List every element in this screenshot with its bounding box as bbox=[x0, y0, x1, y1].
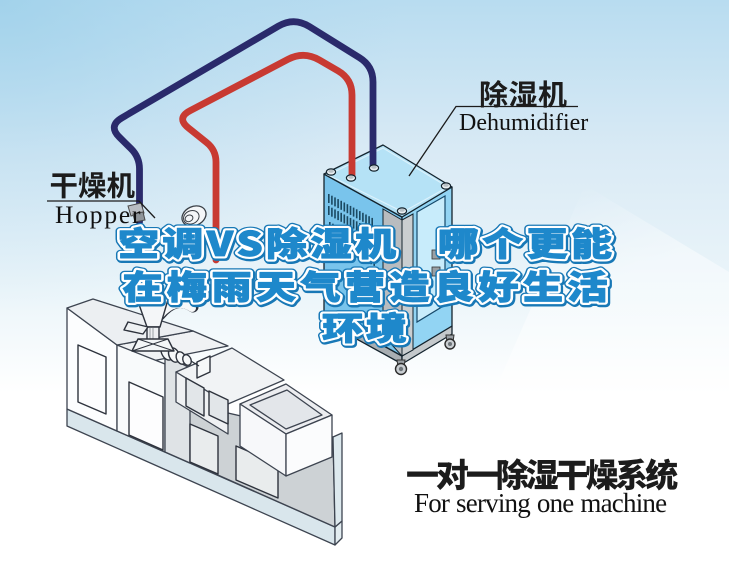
svg-text:For serving one machine: For serving one machine bbox=[414, 488, 667, 518]
svg-text:Hopper: Hopper bbox=[55, 200, 142, 229]
svg-text:Dehumidifier: Dehumidifier bbox=[459, 110, 588, 136]
